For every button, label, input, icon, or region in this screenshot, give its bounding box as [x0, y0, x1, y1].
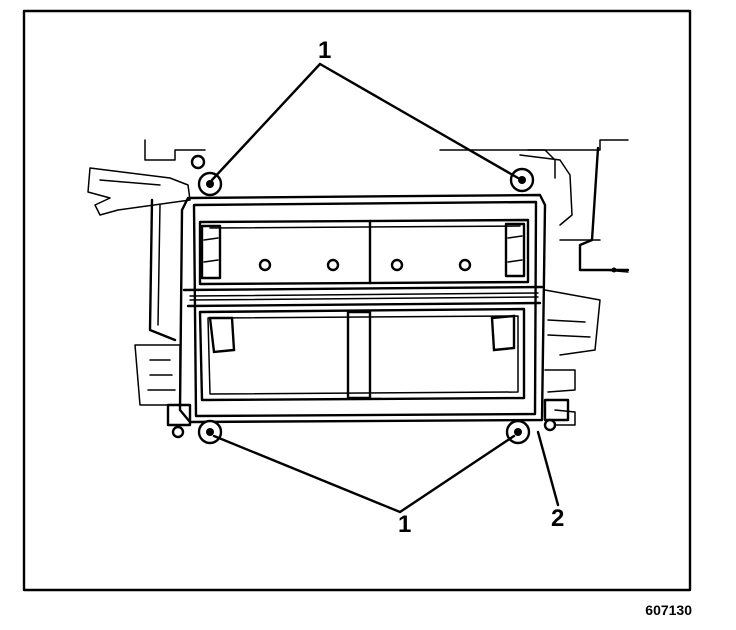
callout-top: 1: [318, 37, 331, 64]
hvac-module-body: [166, 193, 570, 439]
right-housing: [439, 139, 630, 426]
callout-right: 2: [551, 505, 564, 532]
callout-bottom: 1: [398, 511, 411, 538]
left-housing: [87, 139, 206, 406]
bolt-icon-top-right: [509, 167, 535, 193]
figure-number: 607130: [645, 602, 692, 618]
figure-border: [22, 9, 692, 592]
leader-lines: [210, 62, 560, 514]
bolt-icon-top-left: [197, 171, 223, 197]
bolt-icon-bottom-left: [197, 419, 223, 445]
